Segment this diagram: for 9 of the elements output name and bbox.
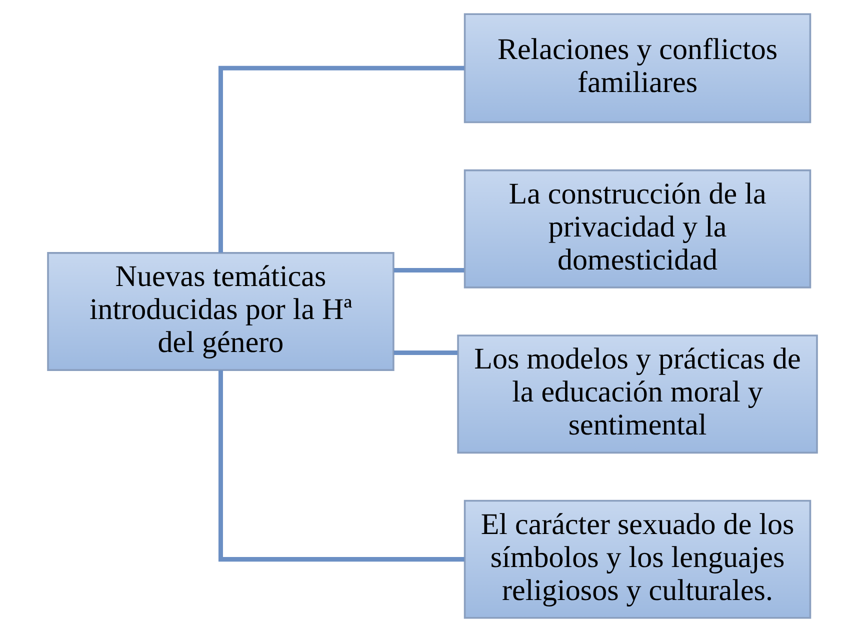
- connector: [393, 268, 464, 272]
- node-box: Los modelos y prácticas de la educación moral y sentimental: [456, 334, 818, 454]
- node-box: La construcción de la privacidad y la domesticidad: [463, 169, 811, 288]
- connector: [218, 370, 464, 562]
- connector: [218, 66, 464, 253]
- node-box: El carácter sexuado de los símbolos y los lenguajes religiosos y culturales.: [463, 500, 811, 619]
- node-box: Relaciones y conflictos familiares: [463, 13, 811, 124]
- connector: [393, 350, 458, 356]
- node-box: Nuevas temáticas introducidas por la Hª del género: [46, 252, 394, 371]
